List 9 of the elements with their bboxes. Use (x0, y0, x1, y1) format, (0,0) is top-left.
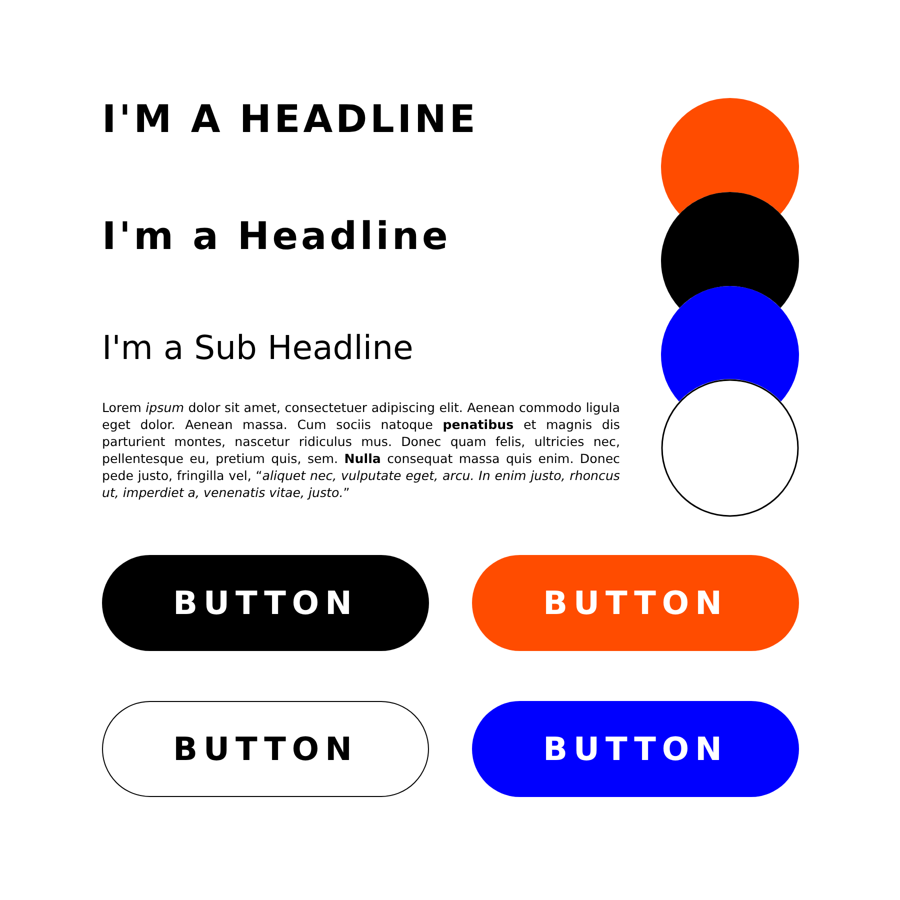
color-swatch-circle (661, 379, 799, 517)
headline: I'M A HEADLINE (102, 97, 478, 141)
headline: I'm a Headline (102, 214, 451, 258)
body-paragraph: Lorem ipsum dolor sit amet, consectetuer adipiscing elit. Aenean commodo ligula eget dolor. Aenean massa. Cum sociis natoque penatibus et magnis dis parturient montes, nascetur ridiculus mus. Donec quam felis, ultricies nec, pellentesque eu, pretium quis, sem. Nulla consequat massa quis enim. Donec pede justo, fringilla vel, “aliquet nec, vulputate eget, arcu. In enim justo, rhoncus ut, imperdiet a, venenatis vitae, justo.” (102, 399, 620, 501)
button: BUTTON (102, 701, 429, 797)
button: BUTTON (102, 555, 429, 651)
sub-headline: I'm a Sub Headline (102, 328, 414, 367)
button: BUTTON (472, 555, 799, 651)
button: BUTTON (472, 701, 799, 797)
